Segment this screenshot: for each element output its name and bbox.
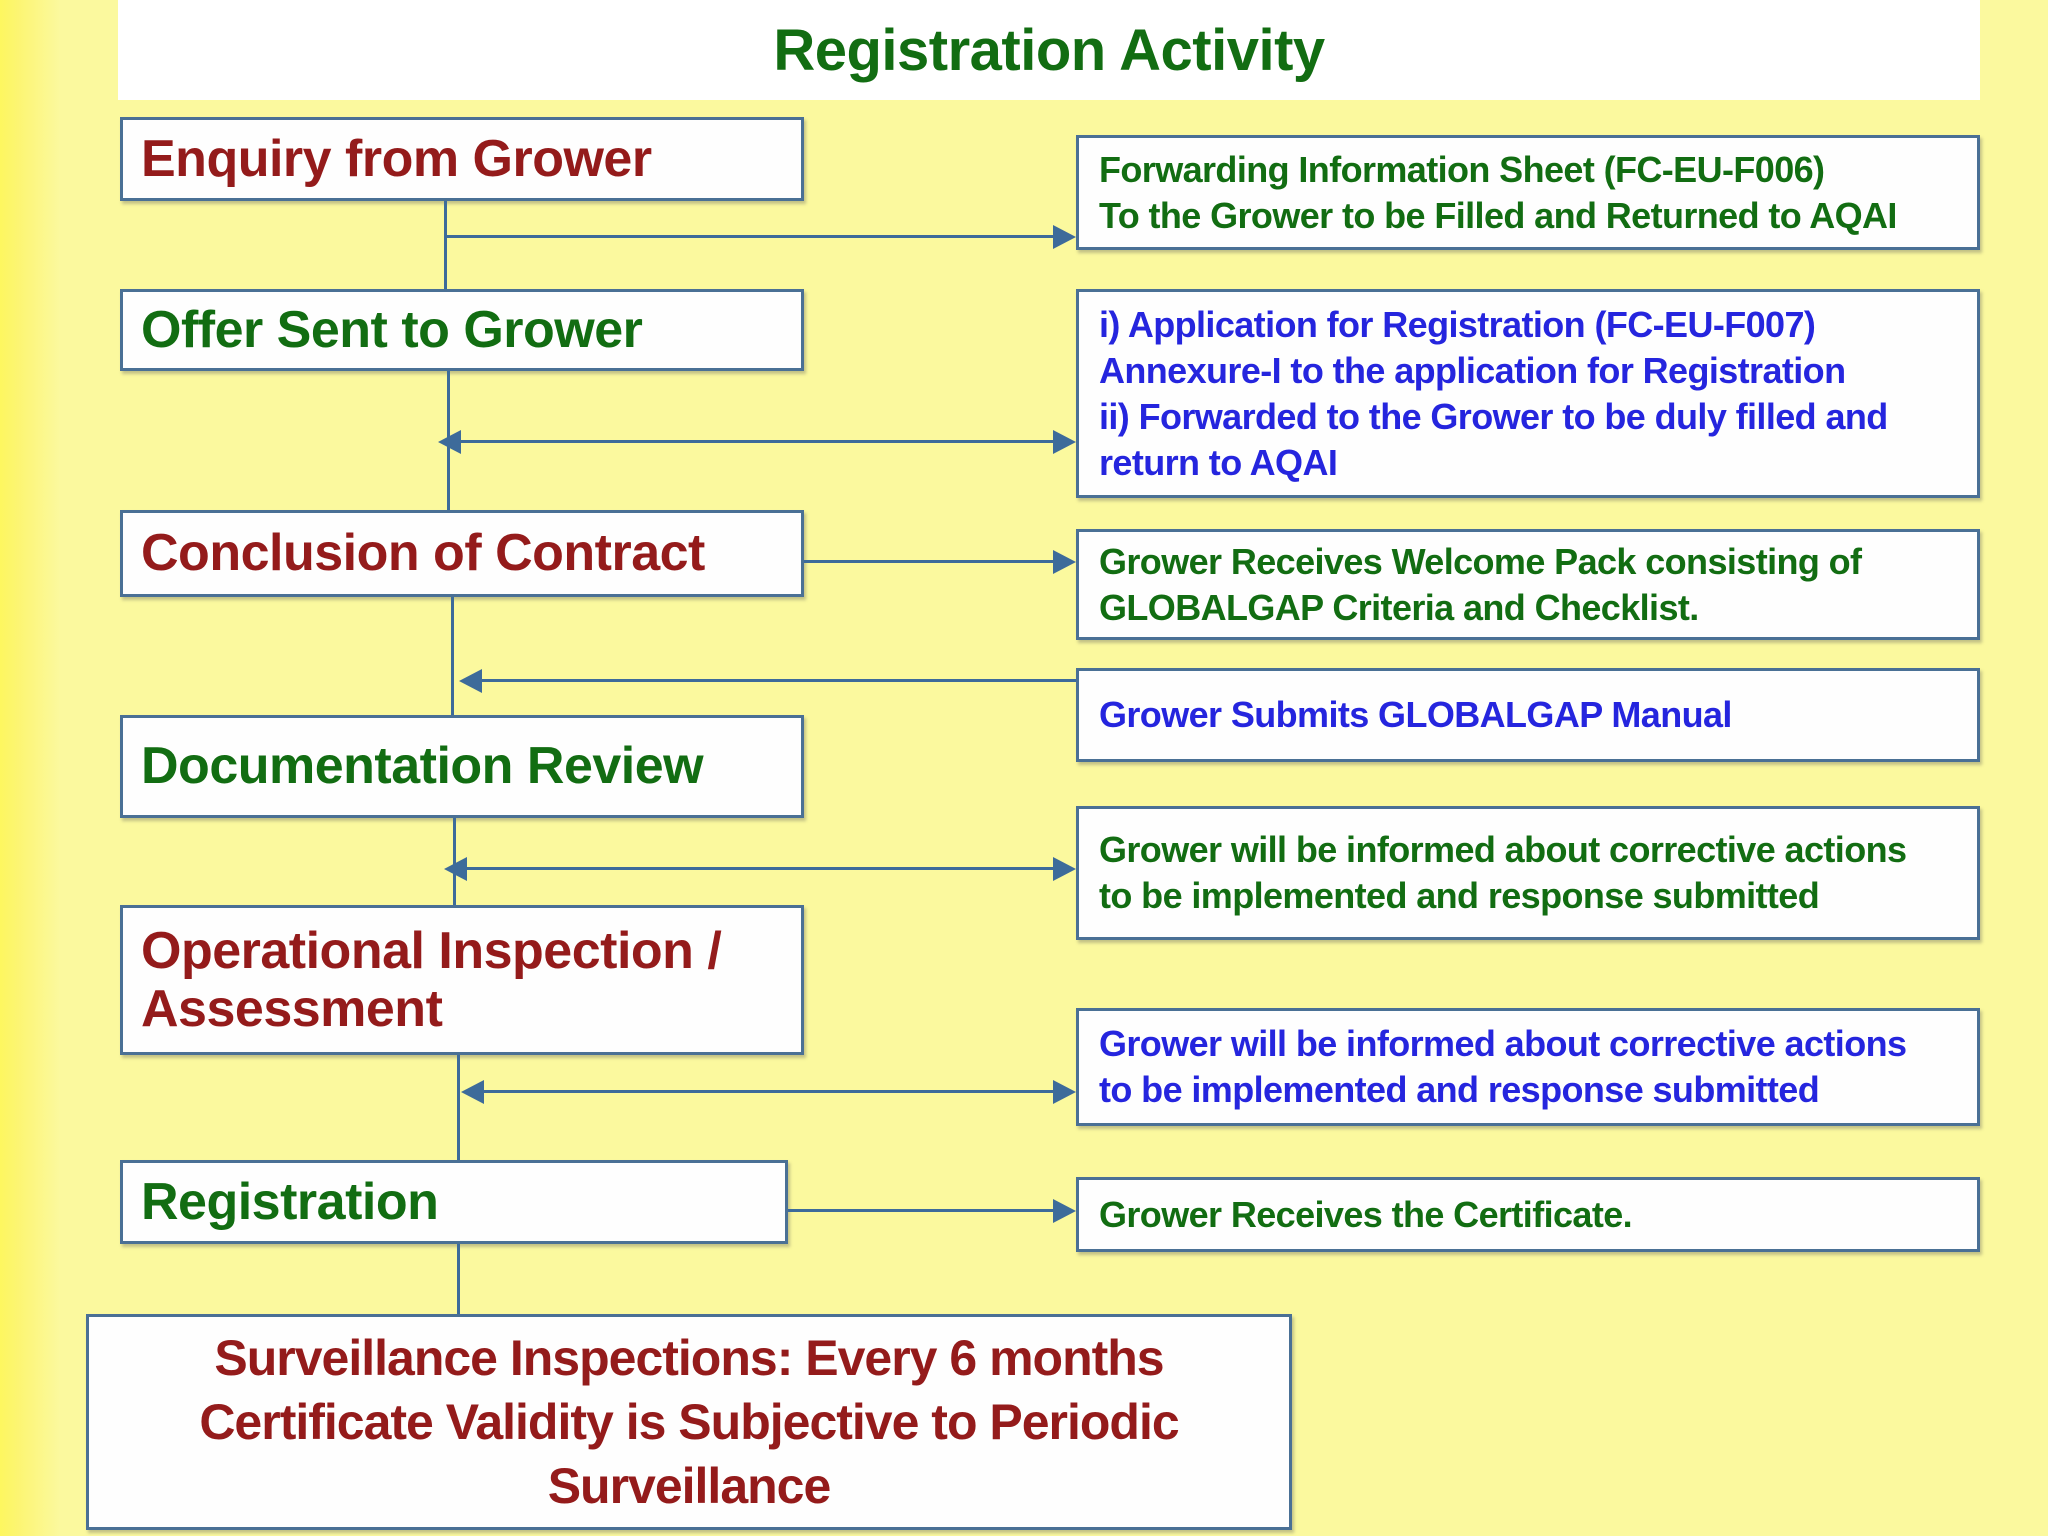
flow-step-label: Conclusion of Contract [141,524,705,583]
note-line: return to AQAI [1099,441,1338,483]
note-line: Grower Submits GLOBALGAP Manual [1099,694,1732,735]
connector-to-welcome-pack [804,560,1054,563]
note-line: Annexure-I to the application for Regist… [1099,349,1846,391]
page-title: Registration Activity [773,17,1325,83]
flow-step-label: Registration [141,1172,439,1231]
connector-registration-surveillance [457,1244,460,1314]
arrowhead-left [438,430,461,454]
surveillance-note-line: Certificate Validity is Subjective to Pe… [199,1394,1179,1450]
flow-step-label: Operational Inspection / [141,921,722,980]
connector-to-corrective-actions-2 [475,1090,1054,1093]
note-line: Grower Receives Welcome Pack consisting … [1099,540,1862,582]
flow-step-label: Enquiry from Grower [141,129,652,188]
note-line: GLOBALGAP Criteria and Checklist. [1099,586,1699,628]
note-line: Grower will be informed about corrective… [1099,1023,1907,1064]
note-line: to be implemented and response submitted [1099,1069,1820,1110]
flow-step-label: Documentation Review [141,737,704,796]
flow-step-offer: Offer Sent to Grower [120,289,804,371]
connector-from-submit-manual [474,679,1076,682]
note-line: To the Grower to be Filled and Returned … [1099,194,1897,236]
surveillance-note-line: Surveillance [547,1458,832,1514]
note-box-forwarding-sheet: Forwarding Information Sheet (FC-EU-F006… [1076,135,1980,250]
arrowhead-left [444,857,467,881]
connector-contract-docreview [451,597,454,715]
note-box-corrective-actions-1: Grower will be informed about corrective… [1076,806,1980,940]
connector-inspection-registration [457,1055,460,1160]
arrowhead-right [1053,225,1076,249]
arrowhead-left [459,669,482,693]
note-line: Grower Receives the Certificate. [1099,1193,1633,1235]
note-line: Grower will be informed about corrective… [1099,829,1907,870]
flow-step-enquiry: Enquiry from Grower [120,117,804,201]
note-box-submit-manual: Grower Submits GLOBALGAP Manual [1076,668,1980,762]
arrowhead-right [1053,1080,1076,1104]
surveillance-note-line: Surveillance Inspections: Every 6 months [214,1330,1164,1386]
flow-step-label: Assessment [141,980,443,1038]
connector-to-corrective-actions-1 [458,867,1054,870]
flow-step-contract: Conclusion of Contract [120,510,804,597]
note-box-certificate: Grower Receives the Certificate. [1076,1177,1980,1252]
arrowhead-right [1053,1199,1076,1223]
flow-step-label: Offer Sent to Grower [141,300,643,359]
title-banner: Registration Activity [118,0,1980,100]
arrowhead-right [1053,857,1076,881]
arrowhead-right [1053,550,1076,574]
note-line: i) Application for Registration (FC-EU-F… [1099,303,1816,345]
note-box-application: i) Application for Registration (FC-EU-F… [1076,289,1980,498]
connector-to-application [452,440,1054,443]
connector-to-certificate [788,1209,1054,1212]
note-line: Forwarding Information Sheet (FC-EU-F006… [1099,148,1825,190]
arrowhead-left [461,1080,484,1104]
connector-to-forwarding-sheet [444,235,1054,238]
flow-step-registration: Registration [120,1160,788,1244]
note-line: ii) Forwarded to the Grower to be duly f… [1099,395,1888,437]
flow-step-inspection: Operational Inspection / Assessment [120,905,804,1055]
note-box-corrective-actions-2: Grower will be informed about corrective… [1076,1008,1980,1126]
connector-enquiry-offer [444,201,447,289]
surveillance-note-box: Surveillance Inspections: Every 6 months… [86,1314,1292,1530]
note-box-welcome-pack: Grower Receives Welcome Pack consisting … [1076,529,1980,640]
note-line: to be implemented and response submitted [1099,875,1820,916]
flow-step-doc-review: Documentation Review [120,715,804,818]
arrowhead-right [1053,430,1076,454]
